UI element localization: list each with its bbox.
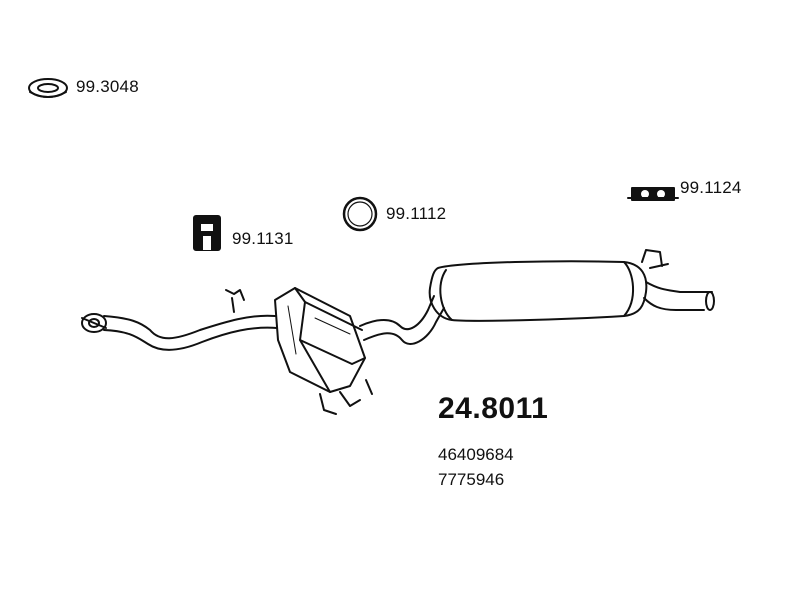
- clamp-ring-icon: [28, 78, 68, 98]
- rubber-mount-icon: [627, 187, 679, 201]
- main-part-number: 24.8011: [438, 392, 549, 425]
- tail-pipe: [643, 281, 715, 311]
- o-ring-icon: [342, 196, 378, 232]
- middle-pipe: [359, 295, 445, 345]
- clamp-ring-part-number: 99.3048: [76, 77, 139, 96]
- oe-reference-2: 7775946: [438, 470, 505, 489]
- front-pipe: [103, 289, 278, 351]
- hanger-bracket-part-number: 99.1131: [232, 229, 294, 248]
- oe-reference-1: 46409684: [438, 445, 514, 464]
- hanger-bracket-icon: [193, 215, 221, 251]
- o-ring-part-number: 99.1112: [386, 204, 447, 223]
- rubber-mount-part-number: 99.1124: [680, 178, 742, 197]
- rear-muffler: [428, 249, 669, 322]
- front-flange: [81, 313, 107, 333]
- center-silencer: [274, 287, 373, 415]
